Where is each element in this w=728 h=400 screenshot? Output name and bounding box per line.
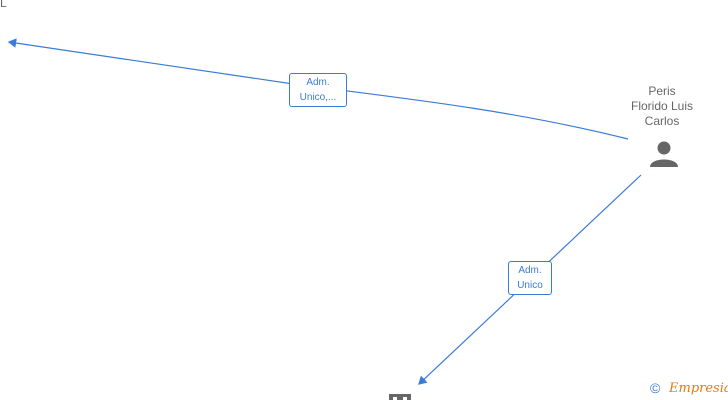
top-left-node-label-fragment: L	[0, 0, 7, 10]
edge-label-top-line2: Unico,...	[299, 92, 337, 103]
person-name-line2: Florido Luis	[630, 99, 694, 113]
person-node-label[interactable]: Peris Florido Luis Carlos	[614, 84, 710, 129]
company-icon[interactable]	[389, 394, 411, 400]
person-name-line3: Carlos	[644, 114, 680, 128]
edge-label-top-line1: Adm.	[306, 77, 330, 88]
edge-label-top[interactable]: Adm. Unico,...	[289, 73, 347, 107]
edge-label-bottom-line2: Unico	[517, 280, 543, 291]
person-icon[interactable]	[650, 141, 678, 168]
edge-label-bottom-line1: Adm.	[518, 265, 542, 276]
copyright-icon: ©	[650, 380, 661, 396]
empresia-logo[interactable]: Empresia	[669, 381, 728, 396]
edge-label-bottom[interactable]: Adm. Unico	[508, 261, 552, 295]
person-name-line1: Peris	[648, 84, 676, 98]
